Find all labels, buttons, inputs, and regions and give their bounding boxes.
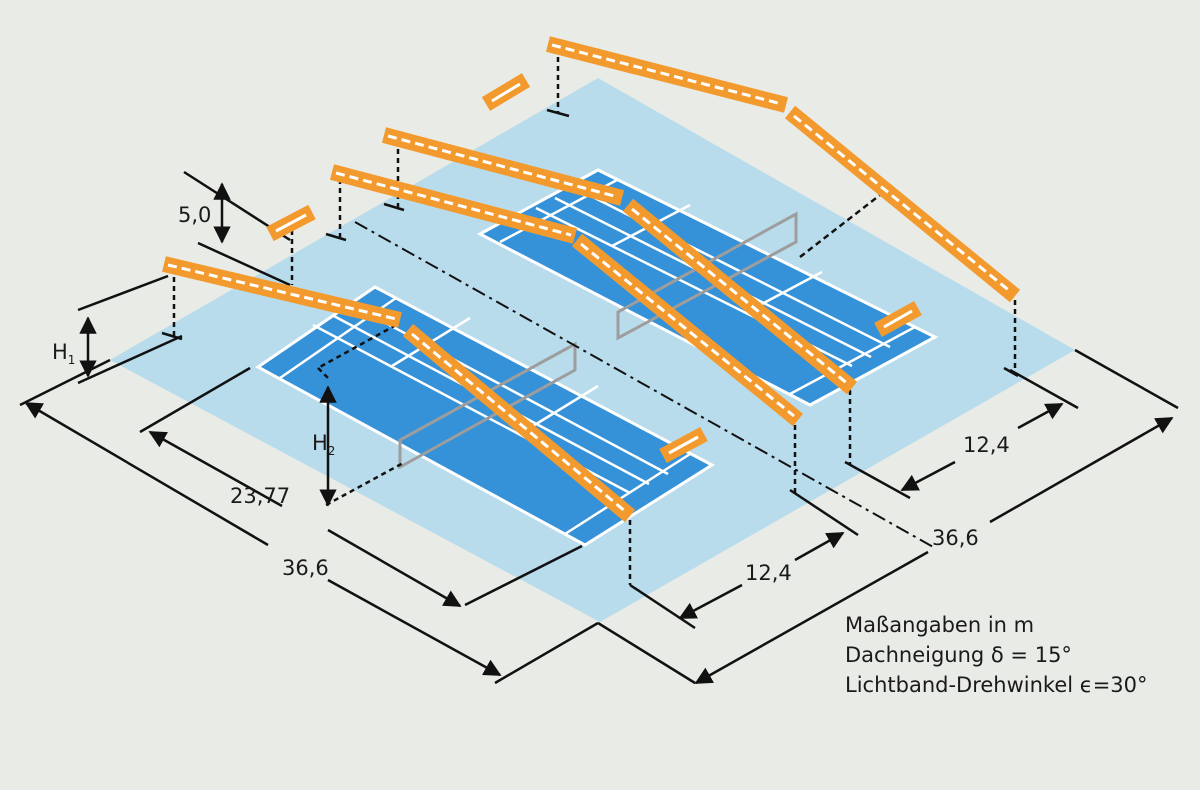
legend-skylight: Lichtband-Drehwinkel ϵ=30° xyxy=(845,673,1148,697)
h2-label: H2 xyxy=(312,431,335,458)
legend-units: Maßangaben in m xyxy=(845,613,1034,637)
skylight-2 xyxy=(481,73,531,111)
bay-width-front-label: 12,4 xyxy=(745,561,792,585)
dimension-lines xyxy=(19,170,1179,685)
skylight-1 xyxy=(266,204,316,242)
height-label: 5,0 xyxy=(178,203,211,227)
center-axis xyxy=(354,221,936,549)
hall-floor xyxy=(110,78,1075,622)
bay-width-back-label: 12,4 xyxy=(963,433,1010,457)
ridge-projection-back xyxy=(799,194,881,258)
column-bases xyxy=(161,108,1019,378)
net-front xyxy=(398,341,577,470)
beam-2-left xyxy=(329,164,578,244)
legend: Maßangaben in m Dachneigung δ = 15° Lich… xyxy=(845,613,1148,697)
h1-label: H1 xyxy=(52,340,75,367)
court-length-label: 23,77 xyxy=(230,484,290,508)
skylight-4 xyxy=(874,300,922,338)
hall-length-label: 36,6 xyxy=(282,556,329,580)
beam-dashes xyxy=(167,43,1012,514)
net-back xyxy=(616,211,798,341)
skylight-3 xyxy=(659,426,708,464)
skylights xyxy=(266,73,922,464)
hall-depth-label: 36,6 xyxy=(932,526,979,550)
legend-roof-pitch: Dachneigung δ = 15° xyxy=(845,643,1072,667)
